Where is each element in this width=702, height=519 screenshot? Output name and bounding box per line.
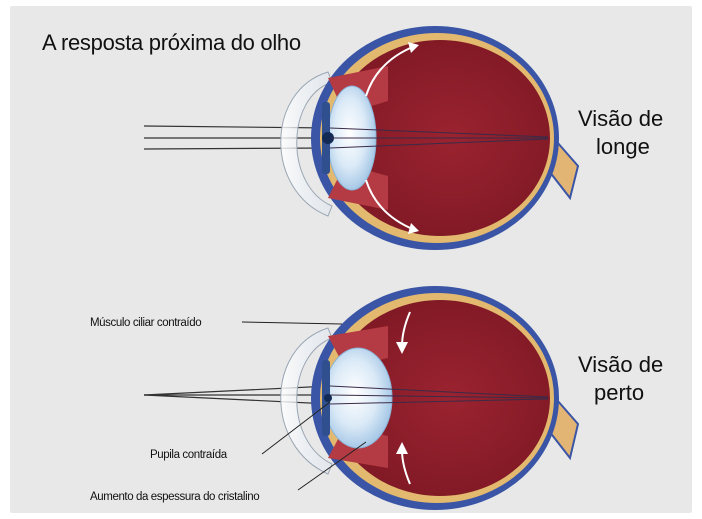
light-rays-diverging [144, 386, 330, 404]
label-ciliary-muscle: Músculo ciliar contraído [90, 317, 201, 329]
eye-accommodation-diagram: A resposta próxima do olho [10, 6, 692, 513]
far-vision-caption-line2: longe [596, 134, 650, 159]
bottom-eye: Músculo ciliar contraído Pupila contraíd… [90, 286, 663, 510]
top-eye: Visão de longe [144, 26, 663, 250]
label-lens-thickness: Aumento da espessura do cristalino [90, 491, 259, 503]
far-vision-caption-line1: Visão de [578, 106, 663, 131]
label-pupil: Pupila contraída [150, 449, 228, 461]
diagram-title: A resposta próxima do olho [42, 30, 301, 55]
light-rays-parallel [144, 126, 330, 149]
near-vision-caption-line1: Visão de [578, 352, 663, 377]
diagram-canvas: A resposta próxima do olho [10, 6, 692, 513]
lens-thick [324, 348, 392, 448]
near-vision-caption-line2: perto [594, 380, 644, 405]
